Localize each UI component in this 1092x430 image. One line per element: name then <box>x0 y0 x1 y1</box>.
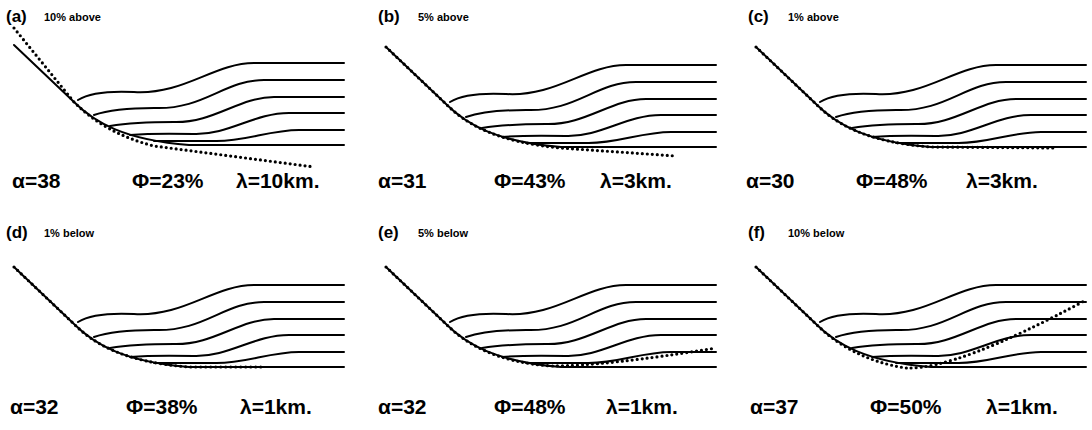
panel-note: 10% above <box>44 12 101 23</box>
parameter-value: λ=1km. <box>240 396 312 417</box>
panel-note: 1% above <box>788 12 839 23</box>
parameter-value: λ=1km. <box>606 396 678 417</box>
panel-f-figure <box>756 267 1086 368</box>
panel-d-figure <box>14 267 344 367</box>
parameter-value: λ=10km. <box>236 170 320 191</box>
panel-note: 10% below <box>788 228 844 239</box>
parameter-value: Φ=23% <box>132 170 204 191</box>
panel-note: 1% below <box>44 228 94 239</box>
parameter-value: Φ=50% <box>870 396 942 417</box>
panel-e-figure <box>386 267 716 367</box>
panel-b-figure <box>386 47 716 156</box>
parameter-value: α=32 <box>378 396 427 417</box>
parameter-value: λ=3km. <box>600 170 672 191</box>
panel-letter: (a) <box>6 8 27 25</box>
panel-c-figure <box>756 47 1086 148</box>
panel-letter: (d) <box>6 224 28 241</box>
parameter-value: α=38 <box>12 170 61 191</box>
parameter-value: Φ=48% <box>856 170 928 191</box>
panel-a-figure <box>14 28 344 167</box>
parameter-value: α=31 <box>378 170 427 191</box>
parameter-value: α=32 <box>10 396 59 417</box>
parameter-value: λ=1km. <box>986 396 1058 417</box>
parameter-value: Φ=38% <box>126 396 198 417</box>
panel-letter: (f) <box>748 224 765 241</box>
parameter-value: Φ=43% <box>494 170 566 191</box>
panel-note: 5% below <box>418 228 468 239</box>
panel-letter: (c) <box>748 8 769 25</box>
panel-letter: (b) <box>378 8 400 25</box>
parameter-value: λ=3km. <box>966 170 1038 191</box>
parameter-value: Φ=48% <box>494 396 566 417</box>
panel-note: 5% above <box>418 12 469 23</box>
parameter-value: α=30 <box>746 170 795 191</box>
panel-letter: (e) <box>378 224 399 241</box>
parameter-value: α=37 <box>750 396 799 417</box>
